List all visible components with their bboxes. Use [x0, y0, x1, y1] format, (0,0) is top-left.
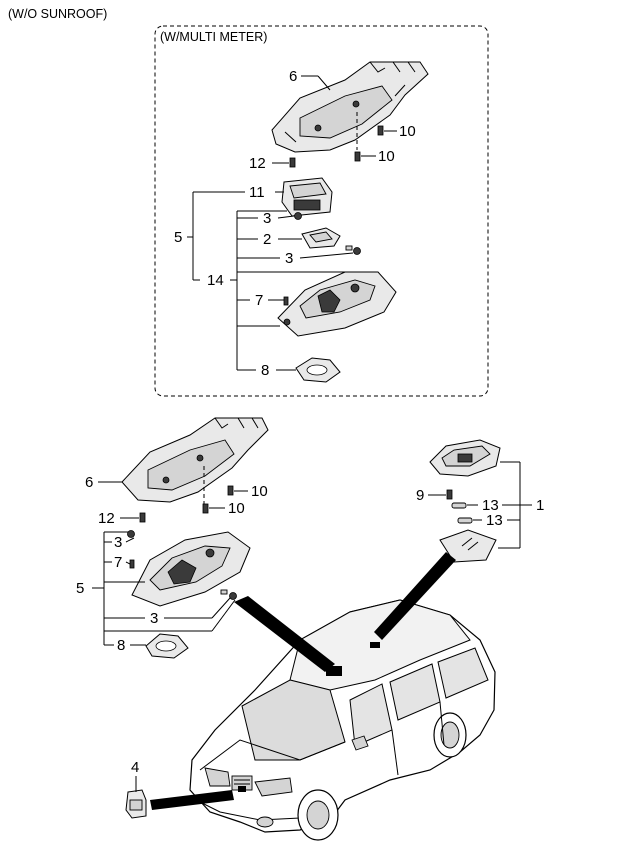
bulb-13a — [451, 502, 467, 509]
clip — [129, 559, 135, 569]
callout-6-inset: 6 — [289, 68, 297, 85]
lower-left-leader-lines — [92, 481, 248, 646]
callout-3-inset-b: 3 — [285, 250, 293, 267]
inset-housing-bracket — [271, 61, 429, 153]
callout-3-inset-a: 3 — [263, 210, 271, 227]
callout-6: 6 — [85, 474, 93, 491]
right-leader-lines — [428, 461, 532, 549]
callout-1: 1 — [536, 497, 544, 514]
callout-5-inset: 5 — [174, 229, 182, 246]
inset-screw-10a — [377, 125, 384, 136]
lens-cover — [145, 633, 189, 659]
lamp-housing — [131, 531, 251, 607]
inset-screw-10b — [354, 151, 361, 162]
callout-10-inset-b: 10 — [378, 148, 395, 165]
inset-label: (W/MULTI METER) — [160, 30, 267, 44]
callout-10-inset-a: 10 — [399, 123, 416, 140]
callout-4: 4 — [131, 759, 139, 776]
callout-7-inset: 7 — [255, 292, 263, 309]
callout-3b: 3 — [150, 610, 158, 627]
callout-10b: 10 — [228, 500, 245, 517]
inset-clip — [283, 296, 289, 306]
callout-3a: 3 — [114, 534, 122, 551]
inset-leader-lines — [187, 75, 397, 371]
bulb-13b — [457, 517, 473, 524]
multi-meter-inset-frame — [154, 25, 489, 397]
inset-screw-12 — [289, 157, 296, 168]
callout-12-inset: 12 — [249, 155, 266, 172]
screw-12 — [139, 512, 146, 523]
bulb-b — [220, 589, 237, 600]
bulb-a — [127, 530, 135, 538]
vehicle-illustration — [189, 599, 496, 841]
callout-11-inset: 11 — [249, 184, 265, 201]
inset-lamp-housing — [277, 271, 397, 337]
housing-bracket — [121, 417, 269, 505]
callout-8: 8 — [117, 637, 125, 654]
screw-9 — [446, 489, 453, 500]
callout-5: 5 — [76, 580, 84, 597]
screw-10b — [202, 503, 209, 514]
callout-14-inset: 14 — [207, 272, 224, 289]
callout-9: 9 — [416, 487, 424, 504]
inset-lens — [301, 227, 341, 249]
callout-2-inset: 2 — [263, 231, 271, 248]
inset-bulb-b — [345, 245, 361, 255]
inset-multi-meter — [281, 177, 333, 217]
callout-13b: 13 — [486, 512, 503, 529]
callout-12: 12 — [98, 510, 115, 527]
inset-bulb-a — [294, 212, 302, 220]
callout-8-inset: 8 — [261, 362, 269, 379]
room-lamp-assembly — [429, 439, 501, 477]
switch-part — [125, 789, 147, 819]
callout-10a: 10 — [251, 483, 268, 500]
screw-10a — [227, 485, 234, 496]
callout-7: 7 — [114, 554, 122, 571]
pointer-arrows — [150, 552, 456, 810]
variant-label: (W/O SUNROOF) — [8, 7, 107, 21]
callout-13a: 13 — [482, 497, 499, 514]
inset-lens-cover — [295, 357, 341, 383]
